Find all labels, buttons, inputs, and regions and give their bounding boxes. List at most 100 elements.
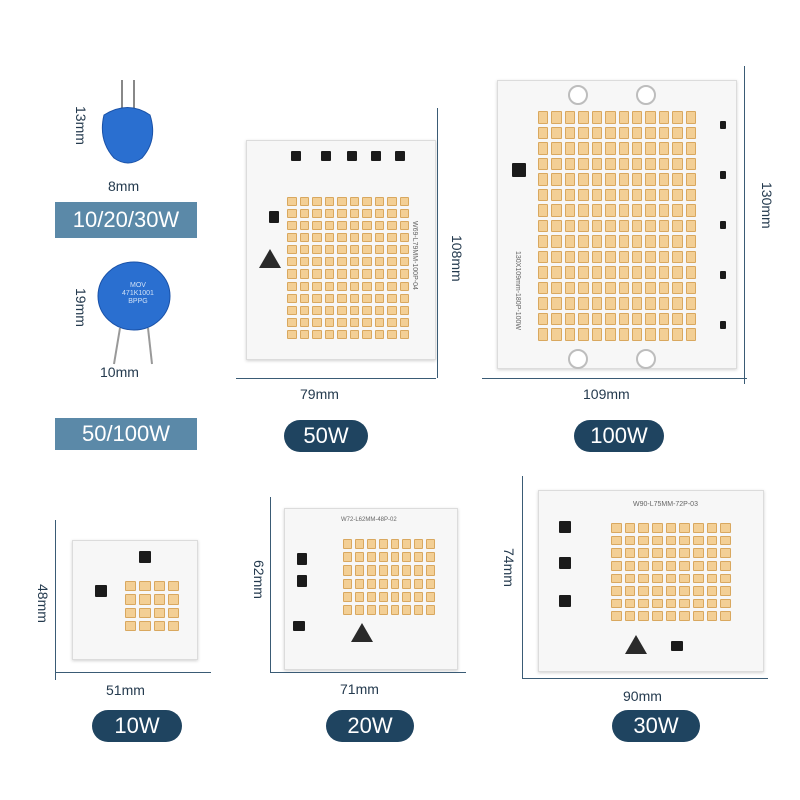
led-cell [685, 266, 696, 279]
led-cell [591, 204, 603, 217]
led-cell [605, 188, 616, 202]
led-cell [693, 548, 704, 558]
led-cell [658, 266, 670, 279]
led-cell [167, 607, 179, 618]
led-cell [693, 598, 704, 609]
led-cell [720, 611, 731, 621]
led-cell [605, 219, 616, 233]
led-cell [645, 157, 656, 171]
led-cell [706, 586, 718, 596]
led-cell [337, 209, 347, 219]
led-cell [362, 293, 372, 303]
led-cell [618, 111, 629, 124]
board-20w-print: W72-L62MM-48P-02 [341, 517, 397, 523]
led-cell [387, 293, 397, 303]
led-cell [153, 607, 165, 618]
board-100w-print: 130X109mm-180P-100W [514, 251, 521, 330]
led-cell [605, 142, 616, 155]
varistor-large-width: 10mm [100, 364, 139, 380]
led-cell [312, 329, 322, 339]
led-cell [564, 235, 576, 248]
led-cell [125, 620, 137, 631]
led-cell [665, 548, 677, 558]
led-cell [378, 591, 388, 602]
board-20w-width: 71mm [340, 681, 379, 697]
led-cell [672, 266, 683, 279]
led-cell [693, 586, 704, 596]
led-cell [299, 317, 309, 327]
led-cell [578, 312, 589, 326]
board-100w: 130X109mm-180P-100W [497, 80, 737, 369]
led-cell [578, 188, 589, 202]
led-cell [551, 173, 562, 186]
led-cell [354, 604, 364, 615]
led-cell [426, 552, 435, 563]
led-cell [658, 126, 670, 140]
led-cell [349, 269, 359, 279]
led-cell [324, 281, 334, 291]
led-cell [538, 157, 549, 171]
board-10w [72, 540, 198, 660]
led-cell [374, 305, 384, 315]
led-cell [685, 297, 696, 310]
led-cell [287, 233, 297, 243]
led-cell [564, 111, 576, 124]
led-cell [631, 188, 643, 202]
led-cell [693, 611, 704, 621]
led-cell [374, 245, 384, 255]
led-cell [312, 281, 322, 291]
led-cell [693, 560, 704, 571]
led-cell [414, 578, 424, 589]
led-cell [402, 565, 412, 576]
led-cell [611, 598, 622, 609]
led-cell [618, 157, 629, 171]
led-cell [564, 157, 576, 171]
led-cell [618, 328, 629, 341]
led-cell [387, 197, 397, 207]
led-cell [287, 293, 297, 303]
led-cell [551, 312, 562, 326]
led-cell [426, 539, 435, 550]
led-cell [538, 111, 549, 124]
led-cell [287, 305, 297, 315]
led-cell [538, 281, 549, 295]
led-cell [706, 573, 718, 584]
led-cell [605, 250, 616, 264]
led-cell [387, 269, 397, 279]
led-cell [399, 281, 409, 291]
led-cell [591, 297, 603, 310]
board-50w-width: 79mm [300, 386, 339, 402]
led-cell [538, 235, 549, 248]
led-cell [685, 188, 696, 202]
led-cell [624, 598, 636, 609]
led-cell [631, 157, 643, 171]
led-cell [387, 245, 397, 255]
led-cell [362, 257, 372, 267]
led-cell [672, 126, 683, 140]
led-cell [153, 620, 165, 631]
led-cell [652, 548, 663, 558]
led-cell [645, 312, 656, 326]
led-cell [578, 142, 589, 155]
led-cell [139, 607, 151, 618]
led-cell [551, 111, 562, 124]
led-cell [299, 197, 309, 207]
led-cell [645, 219, 656, 233]
led-cell [538, 266, 549, 279]
led-cell [312, 209, 322, 219]
led-cell [645, 126, 656, 140]
led-cell [399, 257, 409, 267]
led-array-100w [538, 111, 696, 341]
led-cell [366, 578, 376, 589]
led-cell [362, 329, 372, 339]
led-cell [618, 142, 629, 155]
led-cell [658, 328, 670, 341]
led-cell [638, 598, 649, 609]
led-cell [624, 535, 636, 546]
led-cell [652, 573, 663, 584]
led-cell [693, 523, 704, 533]
led-cell [720, 573, 731, 584]
led-cell [706, 611, 718, 621]
led-cell [591, 281, 603, 295]
led-cell [679, 535, 690, 546]
